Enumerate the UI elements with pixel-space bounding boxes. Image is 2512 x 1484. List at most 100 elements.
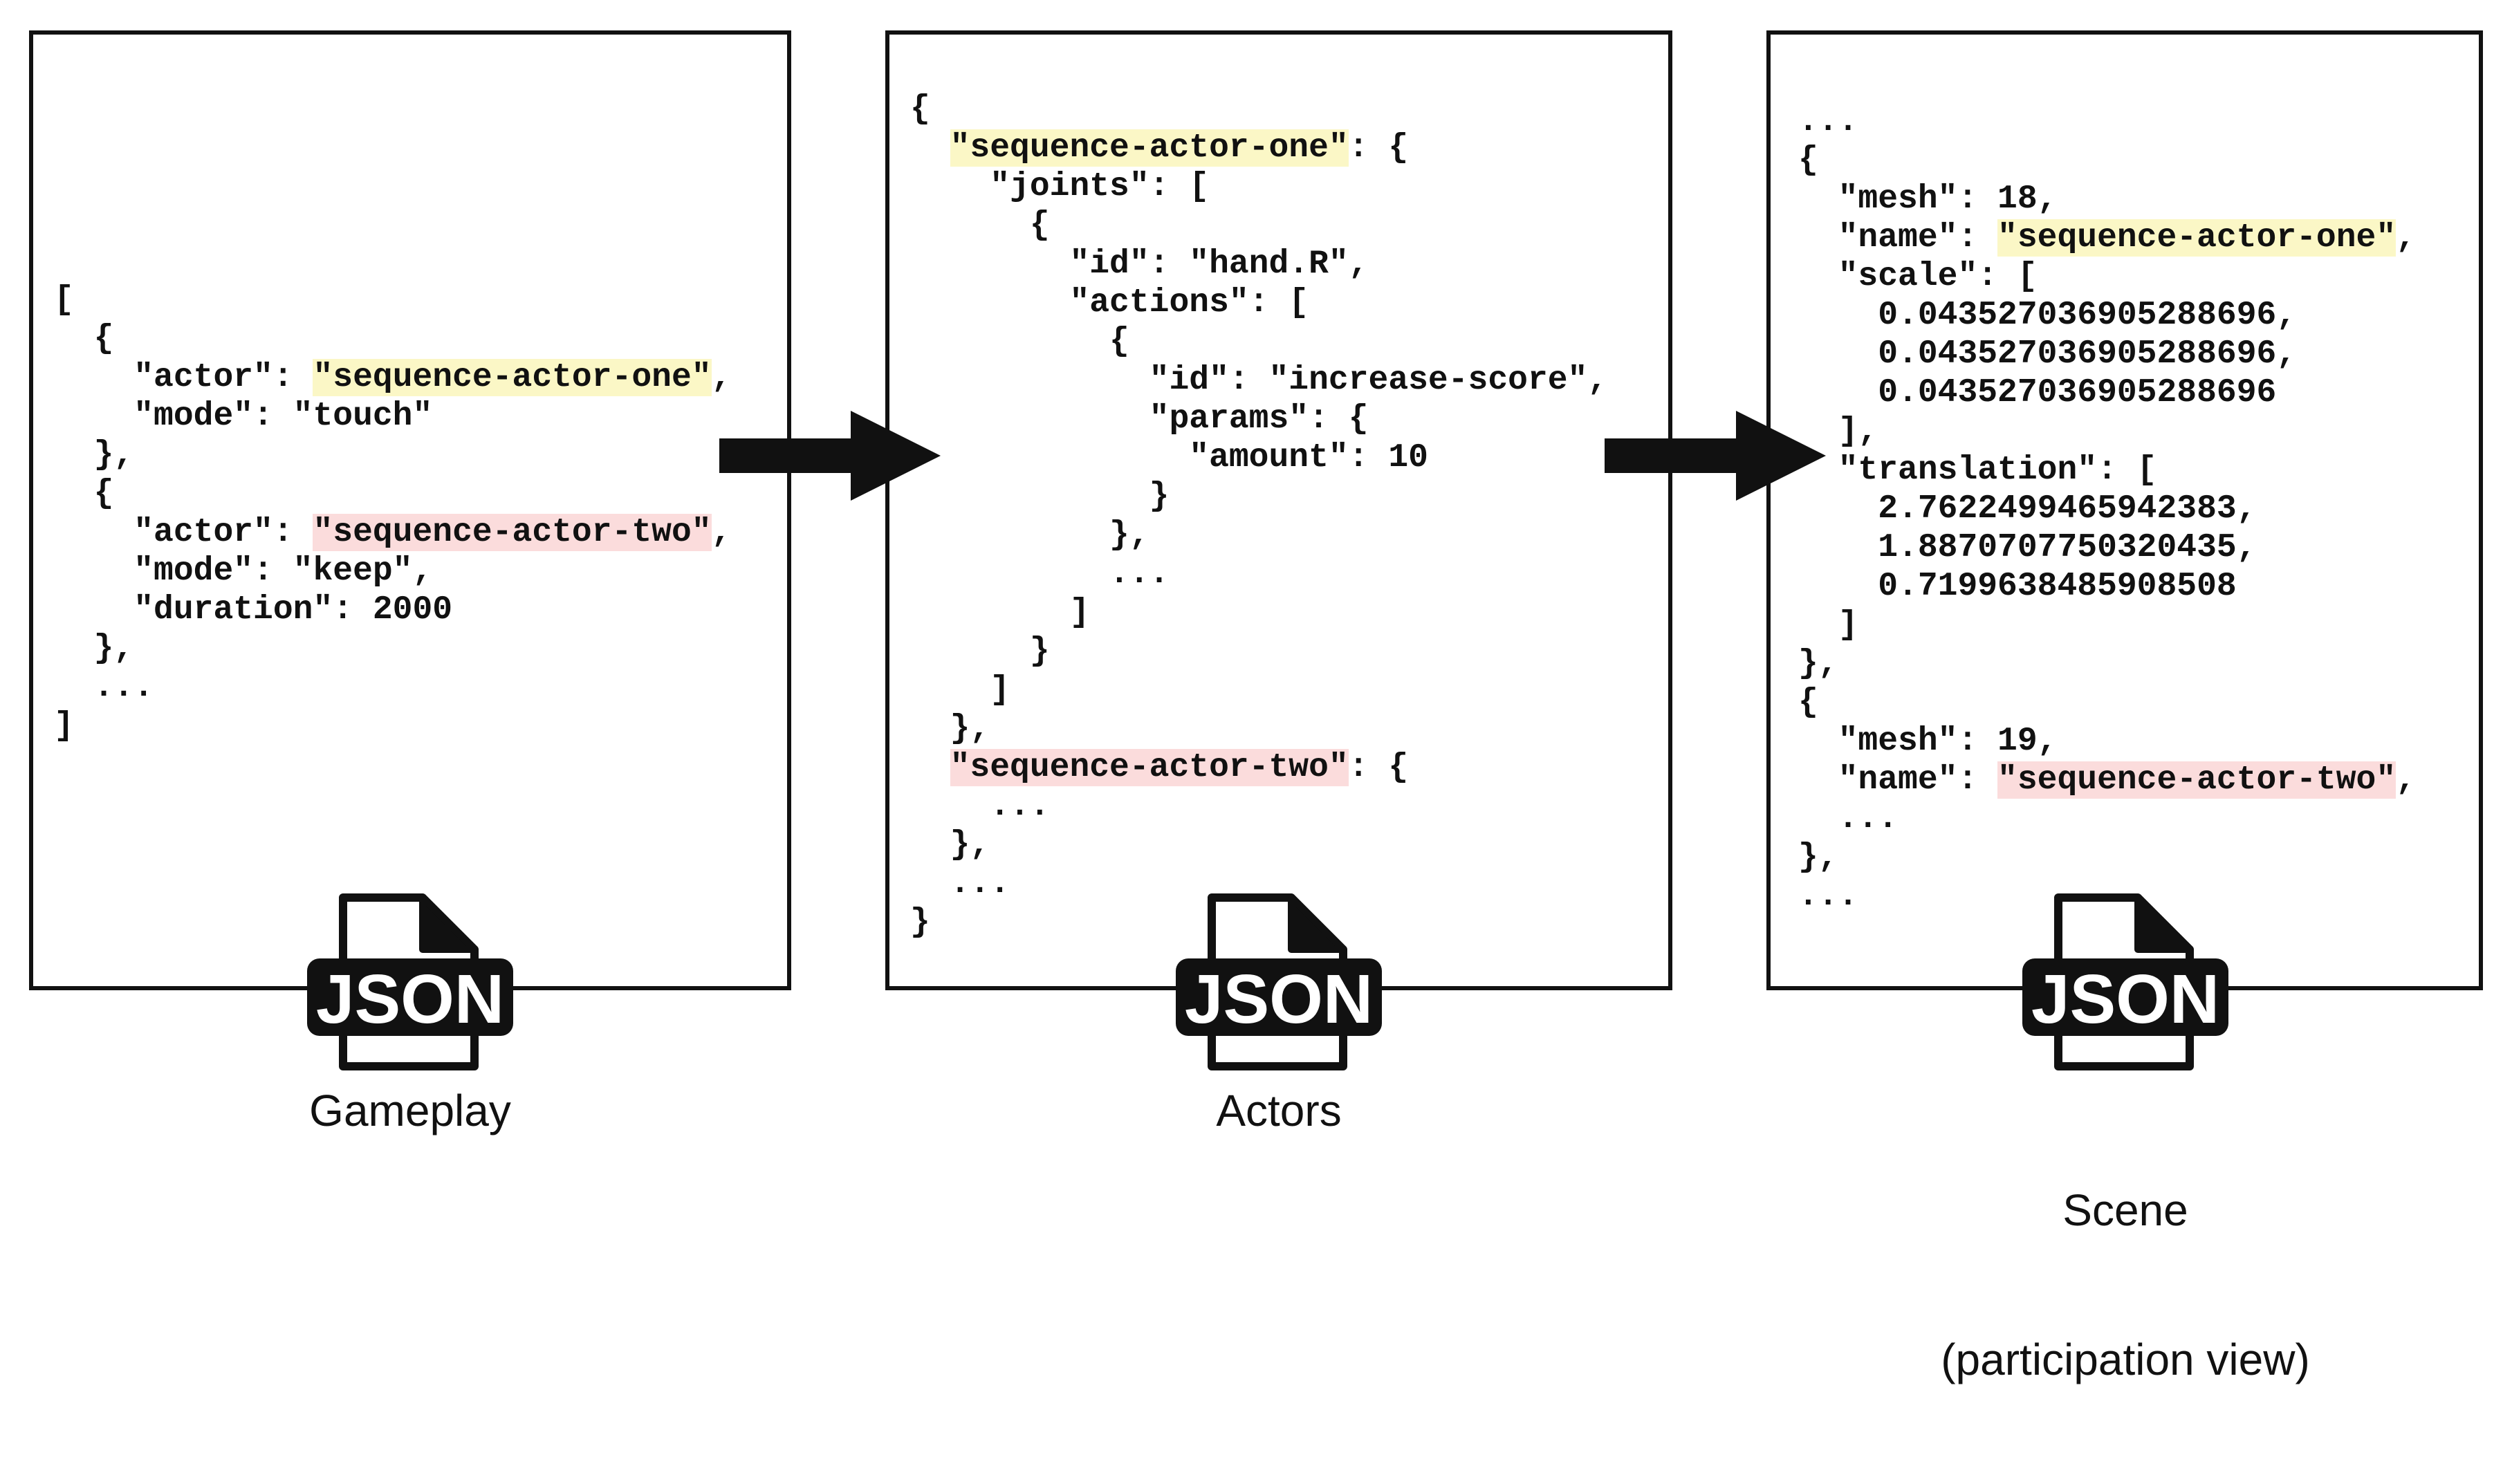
scene-caption-subtitle: (participation view)	[1941, 1335, 2310, 1384]
code-text: ,	[2396, 219, 2416, 257]
code-text: "actions": [	[910, 284, 1309, 322]
actor-two-highlight: "sequence-actor-two"	[1997, 761, 2396, 799]
actor-one-highlight: "sequence-actor-one"	[313, 359, 712, 396]
code-text: "name":	[1798, 761, 1998, 799]
code-text: },	[910, 517, 1149, 554]
code-text: {	[54, 475, 114, 512]
code-line: },	[910, 710, 990, 748]
arrow-right-icon	[719, 411, 941, 501]
code-line: ...	[910, 555, 1169, 593]
actor-two-highlight: "sequence-actor-two"	[950, 749, 1349, 786]
code-text: {	[54, 320, 114, 358]
code-line: {	[1798, 684, 1818, 721]
actor-one-highlight: "sequence-actor-one"	[950, 129, 1349, 167]
code-line: {	[54, 475, 114, 512]
code-text: ]	[1798, 606, 1858, 644]
code-line: "joints": [	[910, 168, 1209, 205]
code-line: "name": "sequence-actor-one",	[1798, 219, 2416, 257]
code-line: 2.7622499465942383,	[1798, 490, 2257, 528]
gameplay-caption: Gameplay	[309, 1086, 511, 1135]
json-file-icon: JSON	[2022, 893, 2228, 1070]
code-line: ...	[910, 788, 1050, 825]
code-text: ...	[910, 788, 1050, 825]
actor-two-highlight: "sequence-actor-two"	[313, 514, 712, 551]
code-text: "name":	[1798, 219, 1998, 257]
actors-json-panel: { "sequence-actor-one": { "joints": [ { …	[885, 30, 1672, 990]
code-line: ]	[1798, 606, 1858, 644]
code-text: 2.7622499465942383,	[1798, 490, 2257, 528]
code-line: },	[54, 630, 134, 667]
code-text: "translation": [	[1798, 452, 2157, 489]
code-text: {	[910, 323, 1129, 360]
code-line: "mode": "touch"	[54, 398, 432, 435]
code-text: ...	[1798, 878, 1858, 915]
json-icon-label: JSON	[2031, 961, 2219, 1038]
code-text: ,	[711, 359, 732, 396]
code-line: "translation": [	[1798, 452, 2157, 489]
scene-json-panel: ... { "mesh": 18, "name": "sequence-acto…	[1766, 30, 2483, 990]
json-icon-label: JSON	[316, 961, 504, 1038]
scene-caption: Scene (participation view)	[1849, 1086, 2402, 1484]
code-line: },	[1798, 645, 1838, 683]
code-line: "scale": [	[1798, 258, 2038, 295]
json-file-icon: JSON	[307, 893, 513, 1070]
code-text: ...	[910, 865, 1010, 902]
code-text: "scale": [	[1798, 258, 2038, 295]
code-text: "actor":	[54, 514, 313, 551]
code-text: "amount": 10	[910, 439, 1428, 476]
code-text: "actor":	[54, 359, 313, 396]
code-text: "id": "hand.R",	[910, 245, 1369, 283]
gameplay-json-panel: [ { "actor": "sequence-actor-one", "mode…	[29, 30, 791, 990]
code-line: ]	[910, 671, 1010, 709]
code-text: 1.8870707750320435,	[1798, 529, 2257, 566]
code-line: "actor": "sequence-actor-one",	[54, 359, 731, 396]
code-line: "actor": "sequence-actor-two",	[54, 514, 731, 551]
code-line: }	[910, 633, 1050, 670]
code-line: "sequence-actor-two": {	[910, 749, 1408, 786]
code-text: 0.043527036905288696,	[1798, 297, 2297, 334]
code-line: 1.8870707750320435,	[1798, 529, 2257, 566]
code-line: },	[910, 826, 990, 864]
code-text: "mode": "touch"	[54, 398, 433, 435]
code-line: },	[1798, 839, 1838, 876]
code-text: },	[910, 826, 990, 864]
code-line: {	[54, 320, 114, 358]
code-text: ]	[54, 707, 74, 745]
code-text: },	[54, 630, 134, 667]
code-line: },	[910, 517, 1149, 554]
code-line: ...	[54, 669, 154, 706]
pipeline-diagram: [ { "actor": "sequence-actor-one", "mode…	[29, 30, 2483, 1384]
code-line: {	[910, 207, 1050, 244]
code-line: "sequence-actor-one": {	[910, 129, 1408, 167]
code-line: "mesh": 19,	[1798, 723, 2058, 760]
code-text: }	[910, 904, 930, 941]
code-text: ,	[711, 514, 732, 551]
arrow-right-icon	[1605, 411, 1826, 501]
code-line: [	[54, 281, 74, 319]
code-line: }	[910, 904, 930, 941]
code-text: ,	[2396, 761, 2416, 799]
code-line: 0.043527036905288696,	[1798, 297, 2296, 334]
code-text: },	[1798, 645, 1838, 683]
code-text: "joints": [	[910, 168, 1210, 205]
code-line: "name": "sequence-actor-two",	[1798, 761, 2416, 799]
code-text: : {	[1348, 749, 1409, 786]
code-line: ]	[910, 594, 1089, 631]
code-text: {	[910, 207, 1050, 244]
code-line: ...	[910, 865, 1010, 902]
code-text	[910, 749, 950, 786]
gameplay-json-code: [ { "actor": "sequence-actor-one", "mode…	[54, 281, 731, 745]
code-line: "mode": "keep",	[54, 553, 432, 590]
code-text	[910, 129, 950, 167]
code-line: "params": {	[910, 400, 1369, 438]
code-line: },	[54, 436, 134, 474]
code-line: "duration": 2000	[54, 591, 452, 629]
actor-one-highlight: "sequence-actor-one"	[1997, 219, 2396, 257]
code-line: "mesh": 18,	[1798, 180, 2058, 218]
code-text: 0.7199638485908508	[1798, 568, 2237, 605]
code-text: "duration": 2000	[54, 591, 453, 629]
code-text: }	[910, 478, 1170, 515]
code-line: "id": "increase-score",	[910, 362, 1608, 399]
code-text: {	[1798, 142, 1818, 179]
code-line: ...	[1798, 103, 1858, 140]
